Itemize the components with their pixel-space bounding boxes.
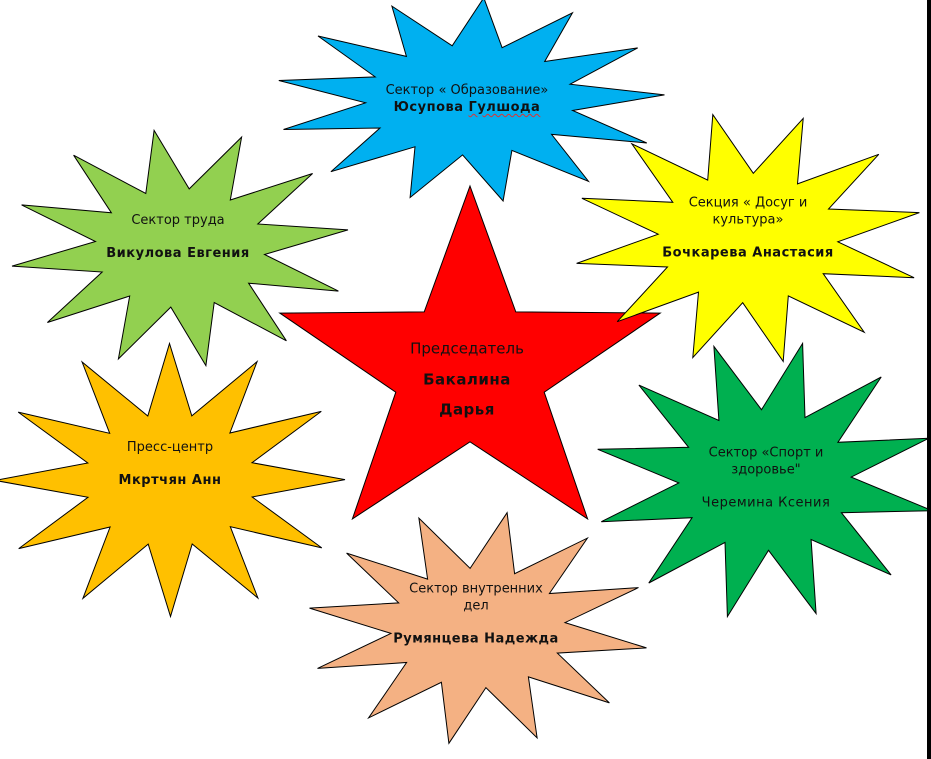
label-internal: Сектор внутренних дел Румянцева Надежда	[393, 581, 559, 648]
press-role: Пресс-центр	[126, 440, 214, 455]
education-name: Юсупова Гулшода	[386, 99, 549, 116]
education-name-first: Юсупова	[393, 100, 464, 115]
internal-role-line2: дел	[463, 598, 489, 614]
sport-role-line2: здоровье"	[731, 462, 801, 478]
chair-name-line1: Бакалина	[423, 370, 511, 389]
labor-role: Сектор труда	[131, 213, 225, 228]
press-name: Мкртчян Анн	[118, 473, 222, 488]
culture-role-line2: культура»	[712, 212, 784, 228]
labor-name: Викулова Евгения	[106, 246, 250, 261]
star-chair	[278, 184, 662, 521]
label-press: Пресс-центр Мкртчян Анн	[119, 439, 222, 489]
education-role: Сектор « Образование»	[385, 83, 549, 98]
chair-name-line2: Дарья	[439, 400, 495, 419]
burst-education	[278, 0, 665, 203]
sport-name: Черемина Ксения	[701, 495, 831, 511]
label-culture: Секция « Досуг и культура» Бочкарева Ана…	[662, 195, 834, 262]
label-education: Сектор « Образование» Юсупова Гулшода	[386, 82, 549, 116]
burst-press	[0, 341, 346, 619]
internal-role-line1: Сектор внутренних	[409, 581, 543, 597]
internal-name: Румянцева Надежда	[393, 631, 559, 647]
chair-role: Председатель	[410, 339, 524, 358]
culture-role-line1: Секция « Досуг и	[688, 195, 808, 211]
page-edge-bar	[927, 0, 931, 759]
burst-culture	[576, 113, 920, 363]
label-sport: Сектор «Спорт и здоровье" Черемина Ксени…	[702, 445, 831, 512]
education-name-last: Гулшода	[468, 100, 541, 115]
label-chair: Председатель Бакалина Дарья	[410, 340, 524, 425]
burst-labor	[11, 128, 349, 368]
burst-internal	[309, 511, 647, 745]
sport-role-line1: Сектор «Спорт и	[708, 445, 824, 461]
culture-name: Бочкарева Анастасия	[662, 245, 834, 261]
label-labor: Сектор труда Викулова Евгения	[106, 212, 249, 262]
